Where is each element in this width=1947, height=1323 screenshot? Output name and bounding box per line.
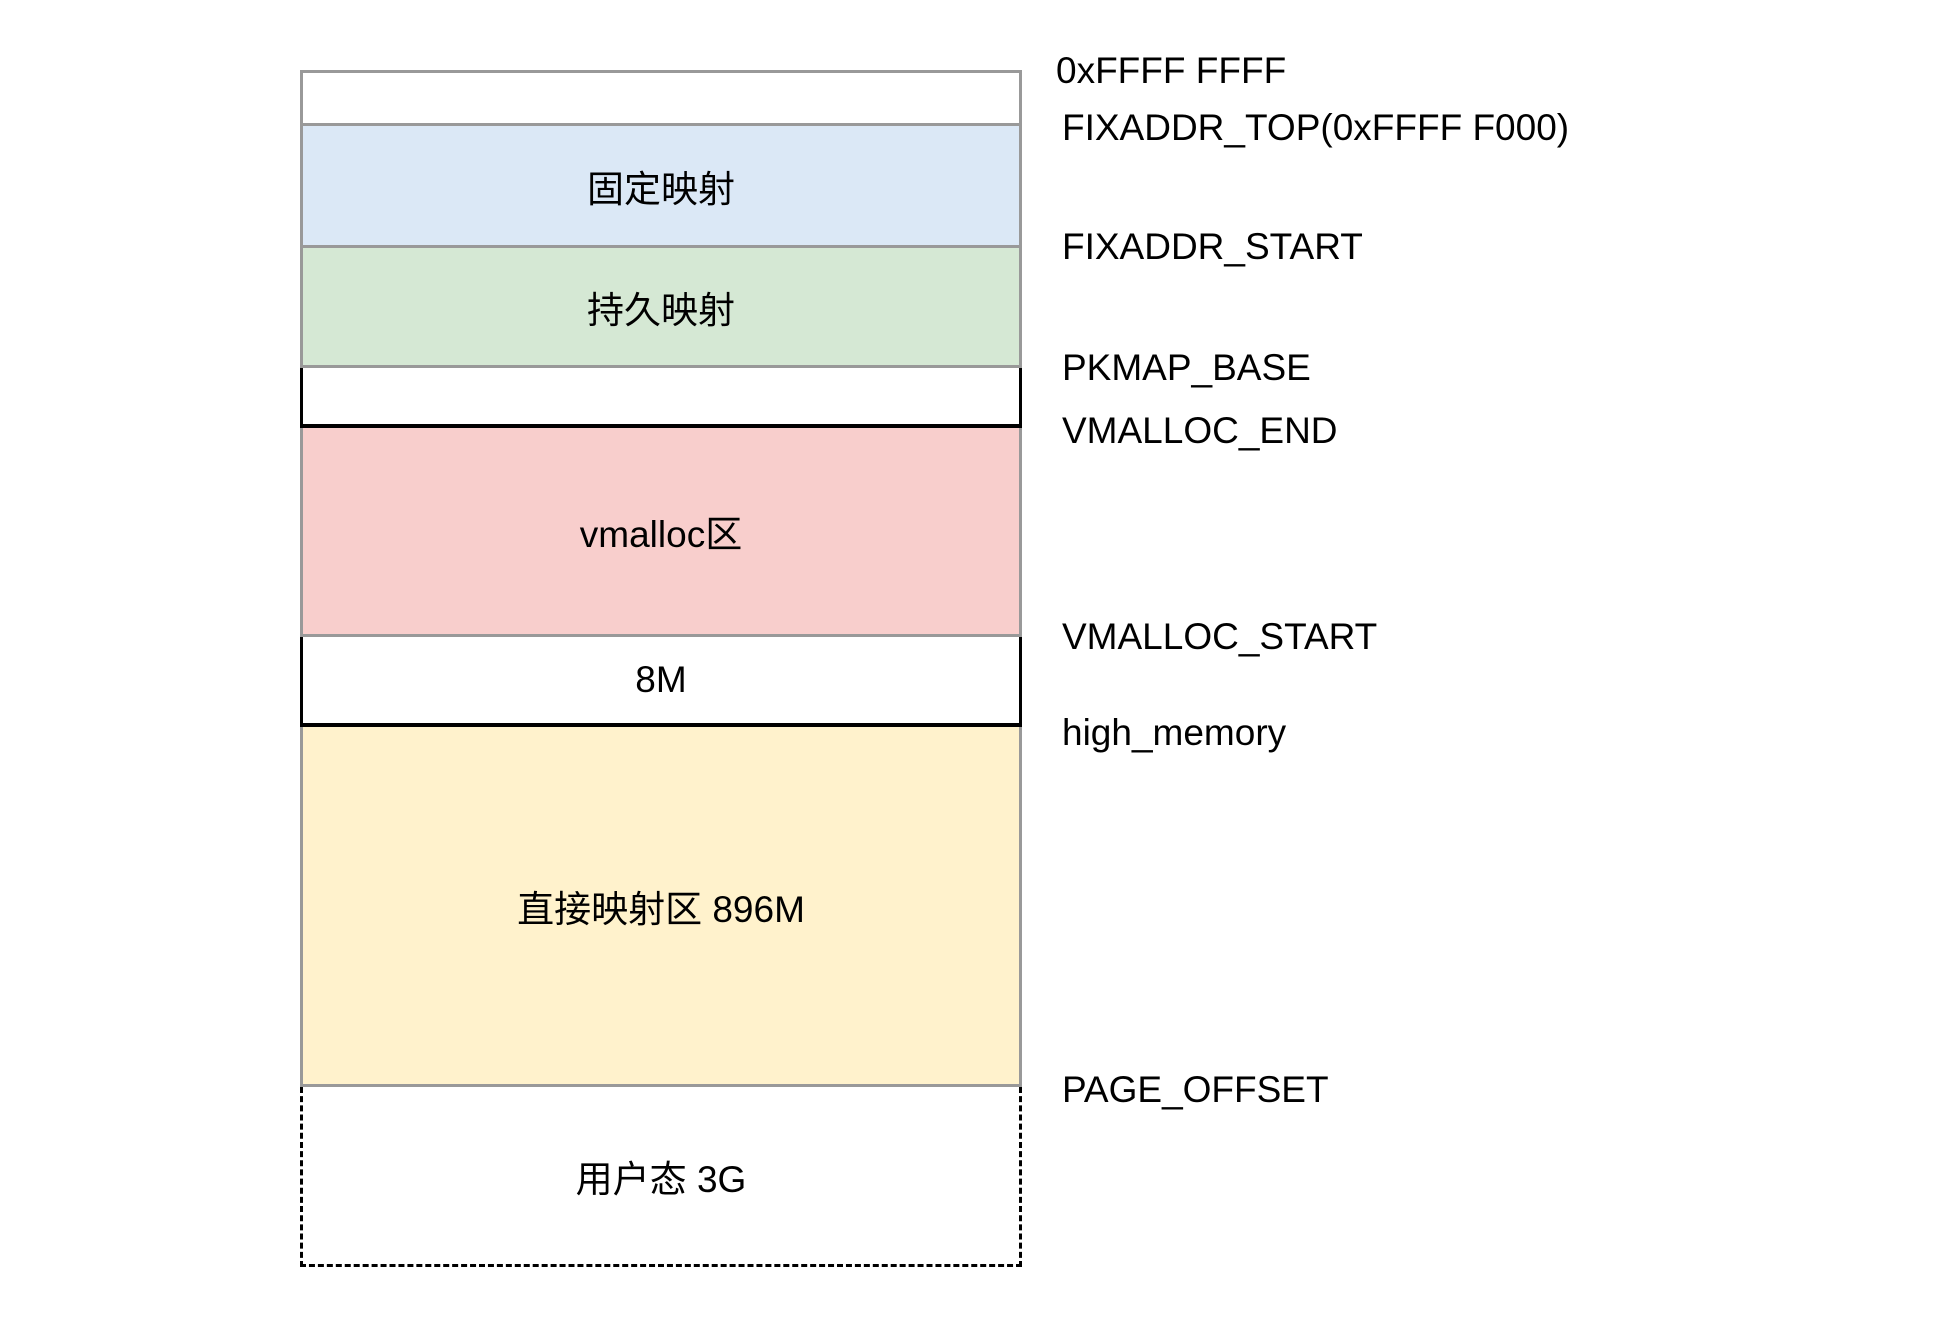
address-label-pkmap-base: PKMAP_BASE xyxy=(1062,347,1311,388)
region-direct-mapping-area: 直接映射区 896M xyxy=(300,727,1022,1087)
region-persistent-mapping: 持久映射 xyxy=(300,248,1022,368)
address-label-vmalloc-end: VMALLOC_END xyxy=(1062,410,1338,451)
region-label: 用户态 3G xyxy=(575,1158,747,1200)
address-label-fixaddr-top: FIXADDR_TOP(0xFFFF F000) xyxy=(1062,107,1570,148)
region-label: 8M xyxy=(635,659,687,700)
region-label: 直接映射区 896M xyxy=(517,888,805,930)
region-reserved-top xyxy=(300,70,1022,126)
address-label-high-memory: high_memory xyxy=(1062,712,1287,753)
region-label: 固定映射 xyxy=(587,168,735,210)
region-gap-between-pkmap-and-vmalloc xyxy=(300,368,1022,428)
address-label-page-offset: PAGE_OFFSET xyxy=(1062,1069,1329,1110)
region-label: 持久映射 xyxy=(587,289,735,331)
address-label-fixaddr-start: FIXADDR_START xyxy=(1062,226,1363,267)
address-label-top: 0xFFFF FFFF xyxy=(1056,50,1287,91)
region-vmalloc-area: vmalloc区 xyxy=(300,428,1022,637)
address-label-vmalloc-start: VMALLOC_START xyxy=(1062,616,1378,657)
region-label: vmalloc区 xyxy=(579,514,743,555)
region-guard-gap-8m: 8M xyxy=(300,637,1022,727)
region-user-space: 用户态 3G xyxy=(300,1087,1022,1267)
region-fixed-mapping: 固定映射 xyxy=(300,126,1022,248)
